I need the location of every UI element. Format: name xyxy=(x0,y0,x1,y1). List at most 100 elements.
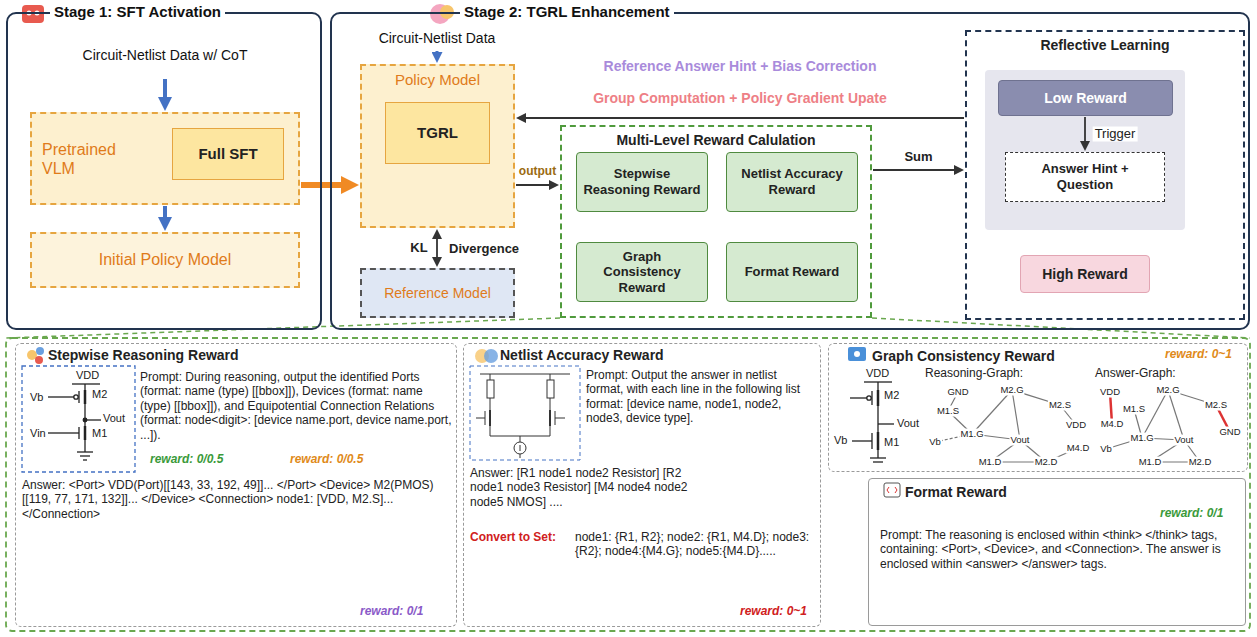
pin-label: VDD xyxy=(866,367,889,380)
graph-vertex-label: M1.S xyxy=(936,406,960,417)
netlist-circuit xyxy=(550,426,551,436)
connector-arrow xyxy=(436,235,438,261)
graph-vertex-label: M2.G xyxy=(1155,385,1180,396)
netlist-circuit xyxy=(489,410,491,426)
connector-arrow xyxy=(522,117,964,119)
connector-arrow xyxy=(163,79,167,103)
node-title: Reference Model xyxy=(384,285,491,302)
node-text: Prompt: Output the answer in netlist for… xyxy=(586,368,816,426)
robot-icon xyxy=(22,5,44,23)
graph-circuit xyxy=(877,382,878,390)
node-title: High Reward xyxy=(1042,266,1128,283)
pin-label: Vb xyxy=(30,391,43,404)
node-title: Answer Hint + Question xyxy=(1012,161,1158,192)
graph-icon xyxy=(848,347,866,361)
graph-edge xyxy=(1168,390,1184,440)
graph-circuit xyxy=(878,423,894,424)
graph-icon xyxy=(854,351,860,357)
node-title: Stepwise Reasoning Reward xyxy=(48,347,239,364)
reward-box: Graph Consistency Reward xyxy=(576,242,708,302)
node-text: Prompt: The reasoning is enclosed within… xyxy=(880,528,1235,571)
node-title: Netlist Accuracy Reward xyxy=(733,166,851,197)
node-text: Prompt: During reasoning, output the ide… xyxy=(140,370,452,442)
graph-vertex-label: GND xyxy=(1218,427,1241,438)
graph-vertex-label: GND xyxy=(946,387,969,398)
pin-label: M2 xyxy=(92,388,107,401)
node-title: Stepwise Reasoning Reward xyxy=(583,166,701,197)
node-title: Stage 1: SFT Activation xyxy=(50,3,225,21)
pin-label: M1 xyxy=(884,436,899,449)
node-text: node1: {R1, R2}; node2: {R1, M4.D}; node… xyxy=(575,530,815,559)
stepwise-circuit xyxy=(72,383,100,384)
graph-vertex-label: VDD xyxy=(1065,420,1087,431)
pin-label: Vout xyxy=(103,412,125,425)
node-title: Policy Model xyxy=(395,71,480,89)
netlist-circuit xyxy=(520,436,521,442)
netlist-circuit xyxy=(549,410,551,426)
brain-icon xyxy=(430,4,454,24)
graph-vertex-label: M1.G xyxy=(959,429,984,440)
graph-icon xyxy=(848,347,866,361)
stepwise-circuit xyxy=(84,426,87,440)
zoom-line xyxy=(872,318,1250,338)
pin-label: Vout xyxy=(897,417,919,430)
node-text: reward: 0/0.5 xyxy=(290,452,363,466)
group-box: Reflective LearningLow RewardAnswer Hint… xyxy=(965,30,1245,320)
node-text: reward: 0/0.5 xyxy=(150,452,223,466)
process-box: TGRL xyxy=(385,102,490,164)
model-box: Pretrained VLM Full SFT xyxy=(30,112,300,205)
graph-circuit xyxy=(877,390,880,406)
stepwise-circuit xyxy=(84,440,85,452)
node-text: reward: 0/1 xyxy=(1160,506,1223,520)
graph-vertex-label: M2.D xyxy=(1034,457,1059,468)
state-box: High Reward xyxy=(1020,255,1150,293)
graph-circuit xyxy=(867,396,871,400)
graph-circuit xyxy=(852,440,872,441)
graph-drawing xyxy=(935,390,1230,462)
connector-arrow xyxy=(163,206,167,223)
pin-label: VDD xyxy=(76,369,99,382)
process-box: Full SFT xyxy=(172,128,284,180)
stepwise-circuit xyxy=(48,432,79,433)
connector-arrow xyxy=(873,169,958,171)
annotation-label: Reference Answer Hint + Bias Correction xyxy=(604,58,877,74)
netlist-circuit xyxy=(487,380,494,398)
graph-vertex-label: Vout xyxy=(1009,435,1030,446)
graph-circuit xyxy=(873,461,883,462)
stepwise-icon xyxy=(27,347,44,364)
stepwise-circuit xyxy=(83,459,87,460)
edge-label: KL xyxy=(408,241,429,256)
node-text: Answer: [R1 node1 node2 Resistor] [R2 no… xyxy=(470,466,700,509)
netlist-circuit xyxy=(490,398,491,410)
detail-panel: Format Rewardreward: 0/1Prompt: The reas… xyxy=(868,478,1246,626)
graph-vertex-label: M2.D xyxy=(1188,457,1213,468)
netlist-circuit xyxy=(547,380,554,398)
connector-arrow xyxy=(301,182,348,188)
node-text: Answer: <Port> VDD(Port)[[143, 33, 192, … xyxy=(22,478,450,521)
graph-vertex-label: M2.G xyxy=(999,385,1024,396)
netlist-circuit xyxy=(490,374,491,380)
stepwise-circuit xyxy=(22,366,135,472)
node-title: Pretrained VLM xyxy=(42,140,152,178)
connector-arrow xyxy=(436,51,439,56)
graph-circuit xyxy=(870,457,886,458)
netlist-circuit xyxy=(520,445,521,451)
node-text: reward: 0~1 xyxy=(740,604,807,618)
graph-circuit xyxy=(850,397,867,398)
stepwise-circuit xyxy=(83,418,87,422)
pin-label: Vin xyxy=(30,427,46,440)
netlist-circuit xyxy=(520,454,521,458)
annotation-label: Divergence xyxy=(449,242,519,257)
group-box: Multi-Level Reward CalulationStepwise Re… xyxy=(560,125,872,318)
connector-arrow xyxy=(1084,117,1086,145)
graph-vertex-label: VDD xyxy=(1099,387,1121,398)
edge-label: Group Computation + Policy Gradient Upat… xyxy=(591,90,889,106)
node-title: Multi-Level Reward Calulation xyxy=(616,132,815,149)
netlist-circuit xyxy=(550,374,551,380)
edge-label: output xyxy=(517,165,558,179)
model-box: Initial Policy Model xyxy=(30,232,300,288)
format-icon xyxy=(887,487,897,493)
netlist-circuit xyxy=(490,426,491,436)
stepwise-circuit xyxy=(77,451,93,452)
graph-vertex-label: M4.D xyxy=(1100,419,1125,430)
